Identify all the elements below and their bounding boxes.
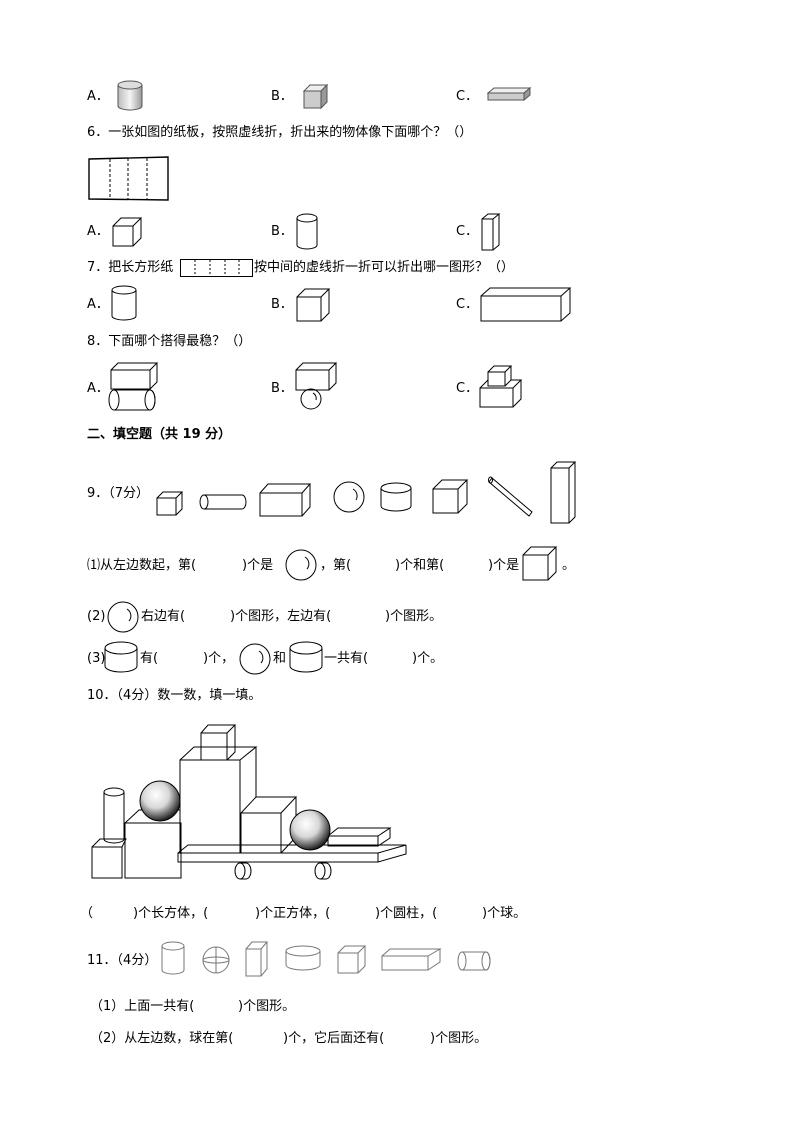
q7-option-a-label: A．: [87, 297, 109, 312]
q10-answer-a: （: [80, 906, 94, 921]
q10-answer-c: )个正方体，(: [255, 906, 331, 921]
cube-icon: [302, 83, 329, 110]
q7-stem-pre: 7．把长方形纸: [87, 260, 174, 275]
cylinder-icon: [117, 80, 143, 111]
q9-p2-a: (2): [87, 609, 106, 624]
ball-icon: [107, 601, 139, 633]
cylinder-icon: [296, 213, 318, 250]
q7-option-b-label: B．: [271, 297, 293, 312]
section-title: 二、填空题（共 19 分）: [87, 427, 232, 442]
q8-option-a-label: A．: [87, 381, 109, 396]
q9-p3-b: 有(: [140, 651, 159, 666]
cylinder-icon: [380, 482, 412, 512]
q10-answer-e: )个球。: [482, 906, 527, 921]
stick-cylinder-icon: [488, 476, 533, 517]
ball-icon: [285, 549, 317, 581]
tall-cuboid-icon: [245, 941, 269, 977]
q11-p2-b: )个，它后面还有(: [283, 1031, 385, 1046]
ball-icon: [239, 643, 271, 675]
q9-p1-b: )个是: [242, 558, 274, 573]
ball-icon: [202, 946, 230, 974]
q9-label: 9．（7分）: [87, 486, 150, 501]
tall-cuboid-icon: [481, 213, 501, 251]
q9-p1-d: )个和第(: [395, 558, 445, 573]
q9-shapes-row: [156, 461, 577, 524]
q9-p3-e: 一共有(: [324, 651, 369, 666]
q11-p1: （1）上面一共有(: [90, 999, 195, 1014]
q10-block-structure-figure: [91, 724, 407, 880]
ball-icon: [333, 481, 365, 513]
q9-p3-f: )个。: [412, 651, 444, 666]
cube-icon: [522, 546, 558, 581]
q7-option-c-label: C．: [456, 297, 479, 312]
cube-icon: [337, 945, 367, 974]
q10-answer-d: )个圆柱，(: [375, 906, 438, 921]
q11-shapes-row: [161, 941, 491, 977]
q9-p3-c: )个，: [203, 651, 235, 666]
q9-p1-a: ⑴从左边数起，第(: [87, 558, 197, 573]
cuboid-icon: [381, 948, 442, 971]
cylinder-icon: [457, 951, 491, 971]
q8-option-c-label: C．: [456, 381, 479, 396]
q5-option-c-label: C．: [456, 89, 479, 104]
q5-option-a-label: A．: [87, 89, 109, 104]
q7-stem-post: 按中间的虚线折一折可以折出哪一图形？（）: [254, 260, 515, 275]
cylinder-icon: [161, 941, 185, 975]
flat-cuboid-icon: [486, 86, 532, 102]
q9-p3-d: 和: [273, 651, 287, 666]
q6-option-a-label: A．: [87, 224, 109, 239]
q9-p2-d: )个图形。: [385, 609, 443, 624]
q6-stem: 6．一张如图的纸板，按照虚线折，折出来的物体像下面哪个？（）: [87, 125, 473, 140]
tall-cuboid-icon: [550, 461, 577, 524]
q9-p1-e: )个是: [488, 558, 520, 573]
cylinder-icon: [285, 945, 321, 971]
cylinder-icon: [289, 641, 323, 673]
cube-icon: [112, 217, 143, 247]
q10-stem: 10．（4分）数一数，填一填。: [87, 688, 262, 703]
q11-label: 11．（4分）: [87, 953, 158, 968]
cube-icon: [432, 479, 469, 514]
q6-option-b-label: B．: [271, 224, 293, 239]
cylinder-icon: [104, 641, 138, 673]
cube-icon: [156, 491, 184, 516]
q9-p3-a: (3): [87, 651, 106, 666]
cuboid-icon: [259, 483, 312, 517]
q9-p1-f: 。: [562, 558, 576, 573]
q9-p1-c: ，第(: [320, 558, 352, 573]
q8-option-b-label: B．: [271, 381, 293, 396]
cylinder-icon: [199, 494, 247, 510]
q9-p2-c: )个图形，左边有(: [230, 609, 332, 624]
cuboid-on-ball-figure: [295, 362, 338, 410]
q6-option-c-label: C．: [456, 224, 479, 239]
cuboid-on-cylinder-figure: [108, 362, 159, 411]
cube-icon: [296, 288, 331, 322]
folded-cardboard-figure: [88, 156, 169, 201]
q8-stem: 8．下面哪个搭得最稳？（）: [87, 334, 252, 349]
rectangle-paper-figure: [180, 259, 253, 277]
long-cuboid-icon: [480, 287, 572, 322]
cylinder-icon: [111, 285, 137, 321]
q11-p2-c: )个图形。: [430, 1031, 488, 1046]
q5-option-b-label: B．: [271, 89, 293, 104]
stacked-cubes-figure: [479, 365, 523, 408]
q11-p2: （2）从左边数，球在第(: [90, 1031, 234, 1046]
q9-p2-b: 右边有(: [141, 609, 186, 624]
q10-answer-b: )个长方体，(: [133, 906, 209, 921]
q11-p1-b: )个图形。: [238, 999, 296, 1014]
